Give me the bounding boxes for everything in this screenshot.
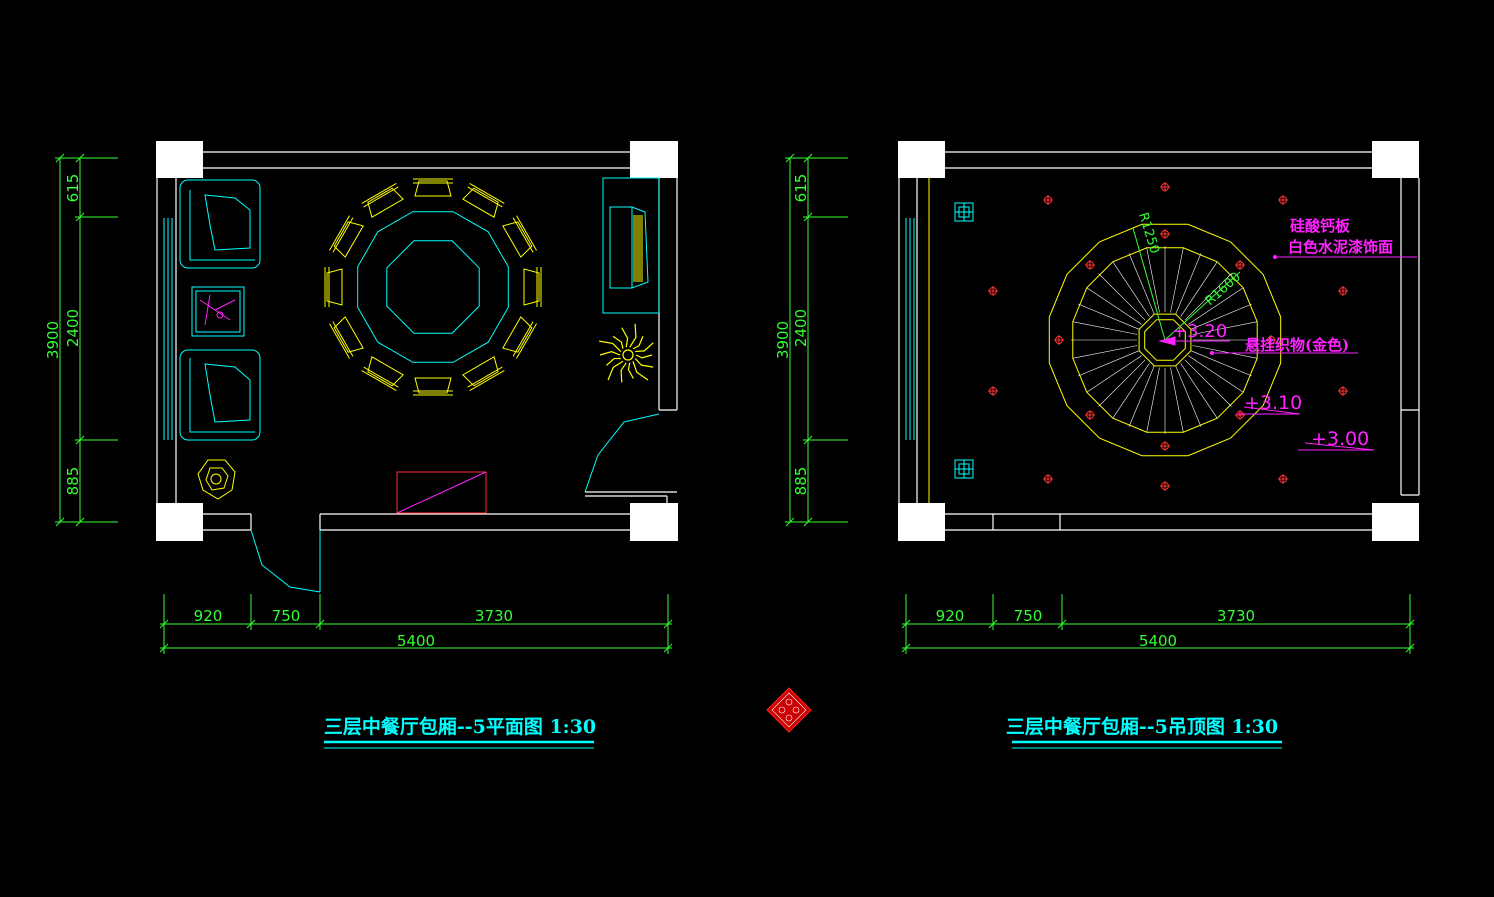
ceiling-title: 三层中餐厅包厢--5吊顶图 1:30 [1006,715,1278,738]
plan-doors [250,413,660,593]
dining-chair [413,377,453,396]
plan-dim-920: 920 [194,607,223,625]
dining-chair [462,356,505,391]
downlight-icon [1266,335,1276,345]
tea-table [191,286,245,337]
ceiling-dim-total: 3900 [774,321,792,359]
dining-chair [361,183,404,218]
plan-dim-3730: 3730 [475,607,513,625]
downlight-icon [1160,481,1170,491]
ceiling-columns [898,141,1419,541]
plan-dim-total: 3900 [44,321,62,359]
ceiling-walls [898,151,1420,531]
material-label-1: 硅酸钙板 [1290,217,1351,235]
downlight-icon [1235,410,1245,420]
ceiling-dim-bottom: 885 [792,467,810,496]
dining-chair [523,267,542,307]
plan-dim-bottom: 885 [64,467,82,496]
dining-chair [324,267,343,307]
ceiling-dim-3730: 3730 [1217,607,1255,625]
plan-dim-middle: 2400 [64,309,82,347]
plant-pot [197,459,236,500]
plan-horizontal-dimensions [159,594,673,654]
dining-chairs [324,178,542,396]
ceiling-dim-920: 920 [936,607,965,625]
ceiling-dim-middle: 2400 [792,309,810,347]
tv-screen [633,215,643,282]
ceiling-dim-top: 615 [792,174,810,203]
downlight-icon [988,386,998,396]
ceiling-dim-750: 750 [1014,607,1043,625]
downlight-icon [1160,182,1170,192]
downlight-icon [1043,195,1053,205]
sofa-top [179,179,261,269]
dining-table [357,211,509,363]
dining-chair [502,316,537,359]
downlights [988,182,1348,491]
downlight-icon [1278,195,1288,205]
ceiling-dim-5400: 5400 [1139,632,1177,650]
downlight-icon [1160,441,1170,451]
side-cabinet [396,471,487,514]
downlight-icon [988,286,998,296]
floor-plan: 3900 615 2400 885 920 750 3730 5400 三层中餐… [44,141,678,749]
ceiling-vertical-dimensions [785,153,848,527]
plan-vertical-dimensions [55,153,118,527]
sofa-bottom [179,349,261,441]
material-label-2: 白色水泥漆饰面 [1288,238,1393,256]
plan-dim-750: 750 [272,607,301,625]
ceiling-dome [1048,223,1282,457]
air-vent-top [954,202,974,222]
downlight-icon [1160,229,1170,239]
dining-chair [361,356,404,391]
level-markers [1238,406,1375,451]
window-curtain [163,218,173,440]
tree-icon [599,323,654,383]
plan-dim-top: 615 [64,174,82,203]
radius-label-inner: R1600 [1203,270,1244,309]
level-label-top: +3.20 [1172,321,1227,342]
dining-chair [413,178,453,197]
ceiling-horizontal-dimensions [901,594,1415,654]
ceiling-title-underline [1012,740,1282,749]
hanging-leader [1158,336,1358,355]
plan-dim-5400: 5400 [397,632,435,650]
downlight-icon [1278,474,1288,484]
downlight-icon [1085,410,1095,420]
plan-title-underline [324,740,594,749]
plan-title: 三层中餐厅包厢--5平面图 1:30 [324,715,596,738]
downlight-icon [1338,386,1348,396]
red-seal-logo-icon [766,687,812,733]
downlight-icon [1235,260,1245,270]
radius-leaders [1132,227,1241,341]
dining-chair [329,215,364,258]
hanging-fabric-label: 悬挂织物(金色) [1245,336,1349,354]
dining-chair [329,316,364,359]
ceiling-plan: R1250 R1600 硅酸钙板 白色水泥漆饰面 悬挂织物(金色) +3.20 … [774,141,1420,749]
downlight-icon [1085,260,1095,270]
tv-cabinet [602,177,660,314]
downlight-icon [1043,474,1053,484]
dining-chair [462,183,505,218]
dining-chair [502,215,537,258]
plan-columns [156,141,678,541]
ceiling-curtain [905,178,930,503]
air-vent-bottom [954,459,974,479]
material-leader [1273,255,1417,259]
level-label-base: +3.00 [1311,428,1369,450]
downlight-icon [1054,335,1064,345]
downlight-icon [1338,286,1348,296]
